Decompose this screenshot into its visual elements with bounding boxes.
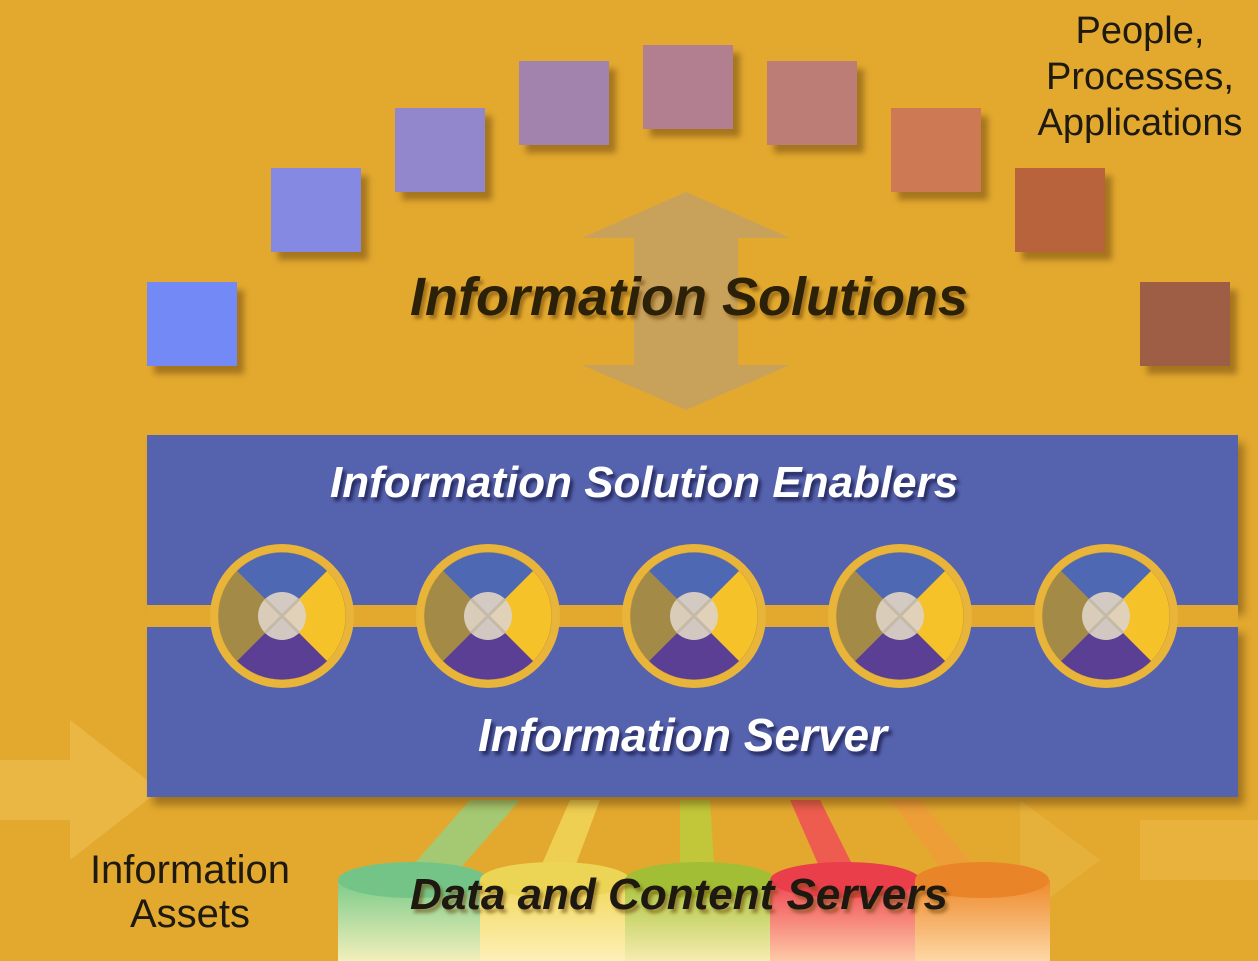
enablers-title: Information Solution Enablers <box>330 458 959 507</box>
assets-line-2: Assets <box>129 892 251 936</box>
people-processes-label: People, Processes, Applications <box>1020 8 1258 146</box>
applications-line: Applications <box>1037 102 1243 144</box>
enabler-icon-1 <box>210 544 354 688</box>
enabler-icon-4 <box>828 544 972 688</box>
enabler-icon-3 <box>622 544 766 688</box>
db-cylinder-5 <box>915 862 1050 961</box>
assets-line-1: Information <box>89 848 291 892</box>
app-square-8 <box>1015 168 1105 252</box>
db-cylinder-1 <box>338 862 488 961</box>
app-square-1 <box>147 282 237 366</box>
app-square-4 <box>519 61 609 145</box>
db-cylinder-2 <box>480 862 630 961</box>
app-square-9 <box>1140 282 1230 366</box>
enabler-icon-5 <box>1034 544 1178 688</box>
information-server-title: Information Server <box>478 709 887 761</box>
people-line: People, <box>1075 10 1205 52</box>
app-square-6 <box>767 61 857 145</box>
app-square-3 <box>395 108 485 192</box>
app-square-7 <box>891 108 981 192</box>
enabler-icon-2 <box>416 544 560 688</box>
information-assets-label: Information Assets <box>80 848 300 936</box>
processes-line: Processes, <box>1046 56 1234 98</box>
db-cylinder-4 <box>770 862 920 961</box>
information-solutions-title: Information Solutions <box>410 267 968 327</box>
app-square-2 <box>271 168 361 252</box>
db-cylinder-3 <box>625 862 775 961</box>
app-square-5 <box>643 45 733 129</box>
data-content-servers-title: Data and Content Servers <box>410 870 948 919</box>
